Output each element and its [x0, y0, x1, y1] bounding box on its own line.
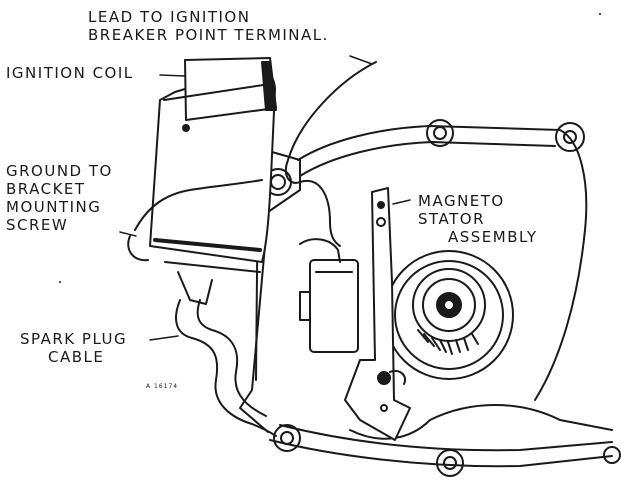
spark-plug-cable-outer [196, 299, 267, 417]
pointer-magneto [392, 199, 411, 205]
frame-boss-top-middle [426, 119, 454, 147]
lead-pointer-line [349, 55, 373, 65]
label-lead-line-2: BREAKER POINT TERMINAL. [88, 26, 329, 44]
label-ground-to-bracket: GROUND TO BRACKET MOUNTING SCREW [6, 162, 113, 234]
ground-wire [134, 179, 263, 231]
label-magneto-line-1: MAGNETO [418, 192, 505, 210]
label-ground-line-4: SCREW [6, 216, 69, 234]
pointer-ground [119, 231, 137, 237]
lead-to-condenser-wire [299, 238, 341, 263]
label-spark-plug-cable: SPARK PLUG CABLE [20, 330, 127, 366]
condenser [299, 259, 359, 353]
lead-to-breaker-point-wire [284, 61, 377, 247]
frame-lower-curve [349, 404, 613, 440]
label-lead-line-1: LEAD TO IGNITION [88, 8, 251, 26]
speck-mark [59, 281, 61, 283]
ignition-coil-body [149, 57, 277, 305]
spark-plug-cable [175, 299, 277, 437]
breaker-plate [344, 187, 411, 441]
label-ground-line-3: MOUNTING [6, 198, 102, 216]
housing-inner-edge [299, 141, 556, 177]
label-spark-line-1: SPARK PLUG [20, 330, 128, 348]
magneto-stator-assembly [384, 250, 514, 380]
frame-boss-bottom-right [603, 446, 621, 464]
label-ground-line-2: BRACKET [6, 180, 86, 198]
label-ignition-coil: IGNITION COIL [6, 64, 134, 82]
label-lead-to-ignition: LEAD TO IGNITION BREAKER POINT TERMINAL. [88, 8, 329, 44]
pointer-spark-plug [149, 335, 179, 341]
speck-mark [599, 13, 601, 15]
frame-boss-bottom-left [273, 424, 301, 452]
label-magneto-line-3: ASSEMBLY [448, 228, 538, 246]
pointer-ignition-coil [159, 74, 186, 77]
label-magneto-stator: MAGNETO STATOR ASSEMBLY [418, 192, 538, 246]
label-spark-line-2: CABLE [48, 348, 105, 366]
label-ground-line-1: GROUND TO [6, 162, 113, 180]
frame-boss-bottom-middle [436, 449, 464, 477]
frame-bottom-bar-inner [279, 424, 613, 452]
frame-boss-top-right [555, 122, 585, 152]
figure-code: A 16174 [146, 383, 179, 390]
label-magneto-line-2: STATOR [418, 210, 486, 228]
ground-wire-2 [127, 235, 149, 262]
housing-upper-edge [297, 125, 588, 401]
